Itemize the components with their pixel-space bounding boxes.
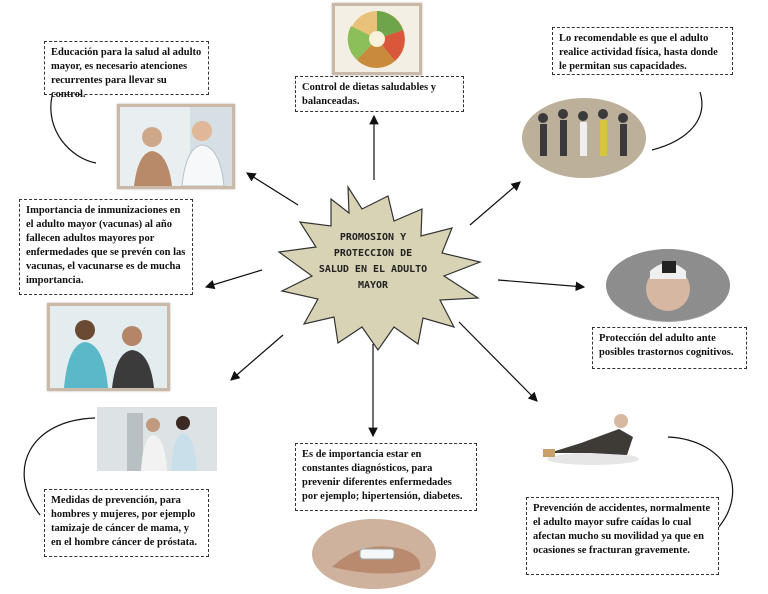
vaccines-box: Importancia de inmunizaciones en el adul… xyxy=(19,199,193,295)
diagnostics-box: Es de importancia estar en constantes di… xyxy=(295,443,477,511)
accidents-box: Prevención de accidentes, normalmente el… xyxy=(526,497,719,575)
arrow-activity xyxy=(469,181,521,226)
doctor-patient-icon xyxy=(120,107,232,186)
fall-image xyxy=(541,407,647,467)
curve-activity xyxy=(651,91,703,151)
activity-box: Lo recomendable es que el adulto realice… xyxy=(552,27,733,75)
arrow-education xyxy=(245,172,299,206)
arrow-accidents xyxy=(458,321,538,402)
curve-prevention xyxy=(23,417,96,516)
diet-box: Control de dietas saludables y balancead… xyxy=(295,76,464,112)
puzzle-head-icon xyxy=(606,249,730,321)
prevention-box: Medidas de prevención, para hombres y mu… xyxy=(44,489,209,557)
diagnostic-image xyxy=(312,519,436,589)
food-plate-icon xyxy=(347,11,405,68)
exercise-image xyxy=(522,98,646,178)
elderly-fall-icon xyxy=(543,414,639,465)
screening-image xyxy=(97,407,217,471)
mammography-icon xyxy=(97,407,217,471)
cognitive-box: Protección del adulto ante posibles tras… xyxy=(592,327,747,369)
nurse-vaccine-icon xyxy=(50,306,167,388)
education-box: Educación para la salud al adulto mayor,… xyxy=(44,41,209,100)
center-title: PROMOSION Y PROTECCION DE SALUD EN EL AD… xyxy=(318,232,428,291)
cognitive-image xyxy=(606,249,730,322)
group-exercise-icon xyxy=(522,98,646,178)
arrow-prevention xyxy=(230,334,284,381)
curve-accidents xyxy=(667,436,734,529)
arrow-cognitive xyxy=(497,279,586,292)
plate-image xyxy=(332,3,422,75)
center-star xyxy=(277,184,483,352)
arrow-vaccines xyxy=(204,269,263,290)
vaccination-image xyxy=(47,303,170,391)
doctor-consult-image xyxy=(117,104,235,189)
curve-education xyxy=(50,95,97,164)
glucose-test-icon xyxy=(312,519,436,589)
